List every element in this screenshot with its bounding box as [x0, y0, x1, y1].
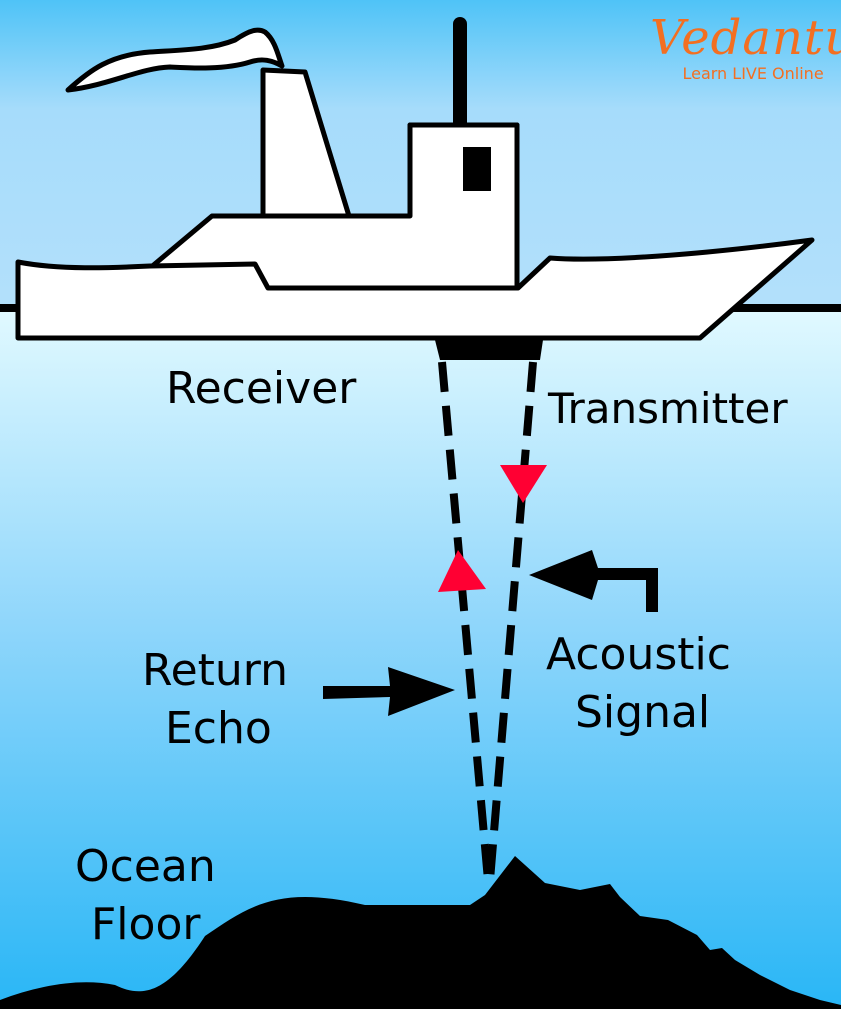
- label-acoustic-signal-line1: Acoustic: [546, 629, 731, 680]
- label-acoustic-signal-line2: Signal: [575, 687, 711, 738]
- label-return-echo-line1: Return: [142, 645, 289, 696]
- ocean-water: [0, 312, 841, 1009]
- echo-direction-arrow: [438, 550, 486, 592]
- smoke-plume: [65, 27, 285, 93]
- label-return-echo-line2: Echo: [165, 703, 272, 754]
- acoustic-signal-pointer-arrow: [529, 550, 658, 612]
- logo-brand: Vedantu: [650, 10, 841, 66]
- label-ocean-floor-line2: Floor: [91, 899, 201, 950]
- return-echo-pointer-arrow: [323, 667, 455, 716]
- ocean-floor-terrain: [0, 856, 841, 1009]
- transmit-direction-arrow: [500, 465, 547, 503]
- label-transmitter: Transmitter: [548, 384, 788, 433]
- logo-tagline: Learn LIVE Online: [682, 64, 824, 83]
- label-receiver: Receiver: [166, 363, 357, 414]
- sonar-transducer: [435, 340, 543, 360]
- label-ocean-floor-line1: Ocean: [75, 841, 216, 892]
- vedantu-logo: Vedantu Learn LIVE Online: [650, 14, 841, 84]
- cabin-window: [463, 147, 491, 191]
- ship-hull: [15, 237, 815, 341]
